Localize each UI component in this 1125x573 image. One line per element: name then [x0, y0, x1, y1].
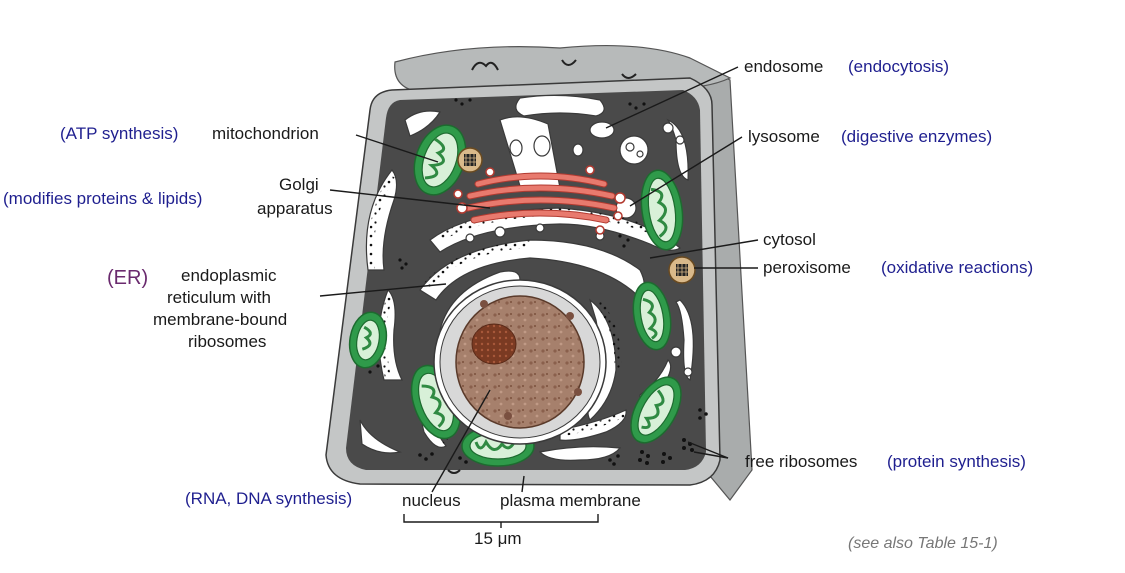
label-nucleus-function: (RNA, DNA synthesis) — [185, 489, 352, 508]
vesicle — [670, 346, 682, 358]
mitochondrion — [630, 376, 682, 444]
membrane-pit — [621, 73, 637, 79]
membrane-pit — [471, 61, 499, 71]
nucleoplasm — [455, 295, 585, 429]
label-peroxisome: peroxisome — [763, 258, 851, 277]
er-cisterna — [404, 110, 441, 137]
mitochondrion — [348, 311, 388, 369]
scale-bar — [403, 514, 599, 528]
er-cisterna — [515, 94, 605, 117]
lysosome — [619, 135, 649, 165]
vesicle — [683, 367, 693, 377]
label-lysosome: lysosome — [748, 127, 820, 146]
labels: endosome (endocytosis) lysosome (digesti… — [3, 57, 1033, 552]
nucleolus — [471, 323, 517, 365]
er-cisterna — [538, 446, 622, 461]
label-free-ribosomes-function: (protein synthesis) — [887, 452, 1026, 471]
label-lysosome-function: (digestive enzymes) — [841, 127, 992, 146]
peroxisome — [668, 256, 696, 284]
label-endosome: endosome — [744, 57, 823, 76]
label-mitochondrion-function: (ATP synthesis) — [60, 124, 178, 143]
peroxisome — [457, 147, 483, 173]
mitochondrion — [640, 169, 684, 251]
label-free-ribosomes: free ribosomes — [745, 452, 857, 471]
vesicle — [662, 122, 674, 134]
label-er-abbreviation: (ER) — [107, 267, 148, 289]
peroxisomes — [457, 147, 696, 284]
vesicle — [572, 143, 584, 157]
vesicle — [494, 226, 506, 238]
label-golgi-function: (modifies proteins & lipids) — [3, 189, 202, 208]
label-er-2: reticulum with — [167, 288, 271, 307]
label-mitochondrion: mitochondrion — [212, 124, 319, 143]
label-er-1: endoplasmic — [181, 266, 277, 285]
vesicle — [675, 135, 685, 145]
leader-lines — [319, 66, 759, 493]
label-cytosol: cytosol — [763, 230, 816, 249]
vesicle — [535, 223, 545, 233]
er-cisterna — [359, 419, 403, 454]
nucleus — [433, 279, 607, 445]
vesicle — [533, 135, 551, 157]
label-endosome-function: (endocytosis) — [848, 57, 949, 76]
label-golgi-1: Golgi — [279, 175, 319, 194]
label-nucleus: nucleus — [402, 491, 461, 510]
mitochondrion — [632, 281, 672, 351]
label-er-4: ribosomes — [188, 332, 266, 351]
endosome — [589, 121, 615, 139]
membrane-pit — [561, 59, 577, 66]
label-peroxisome-function: (oxidative reactions) — [881, 258, 1033, 277]
label-er-3: membrane-bound — [153, 310, 287, 329]
label-scale: 15 μm — [474, 529, 522, 548]
membrane-pit — [447, 469, 461, 474]
mitochondrion — [413, 124, 467, 196]
vesicle — [465, 233, 475, 243]
golgi-apparatus — [453, 165, 626, 235]
free-ribosome-clusters — [368, 98, 708, 466]
label-golgi-2: apparatus — [257, 199, 333, 218]
vesicle — [509, 139, 523, 157]
label-plasma-membrane: plasma membrane — [500, 491, 641, 510]
table-reference-note: (see also Table 15-1) — [848, 535, 998, 552]
